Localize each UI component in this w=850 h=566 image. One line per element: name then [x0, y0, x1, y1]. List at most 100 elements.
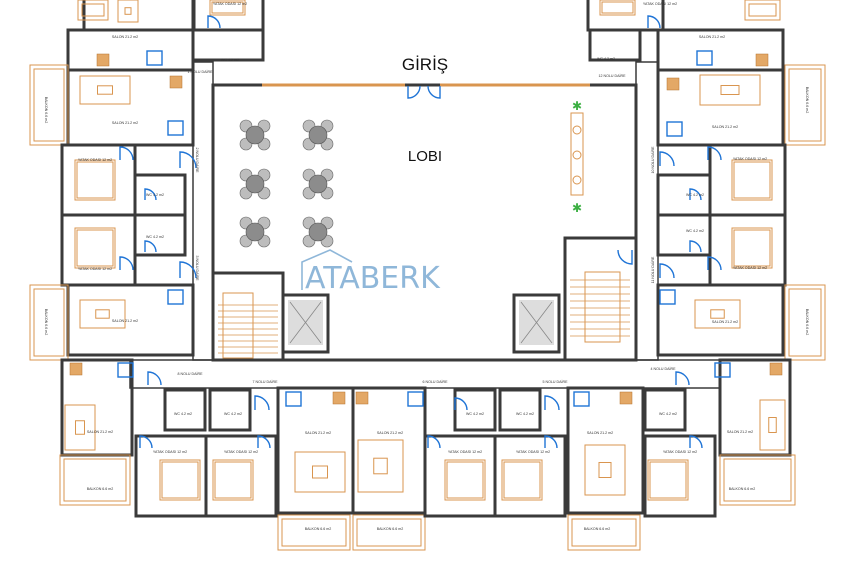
- room-label: WC 4.2 m2: [516, 412, 534, 416]
- lobby-tables: [239, 119, 334, 248]
- fridge: [285, 391, 302, 407]
- fridge: [573, 391, 590, 407]
- bed: [74, 227, 116, 269]
- door: [544, 435, 558, 449]
- table: [245, 174, 265, 194]
- room-label: YATAK ODASI 12 m2: [643, 2, 677, 6]
- plant-icon: ✱: [572, 201, 582, 215]
- stove: [666, 77, 680, 91]
- door: [139, 435, 153, 449]
- room-labels: SALON 21.2 m2 YATAK ODASI 12 m2 WC 4.2 m…: [44, 2, 809, 531]
- table-set: [302, 216, 334, 248]
- room-walls: [643, 388, 687, 432]
- room-label: SALON 21.2 m2: [112, 121, 138, 125]
- balcony: [29, 64, 69, 146]
- door: [257, 435, 271, 449]
- door: [179, 151, 197, 169]
- table: [245, 125, 265, 145]
- door: [647, 15, 661, 29]
- balcony-rail: [788, 68, 822, 142]
- room-label: YATAK ODASI 12 m2: [448, 450, 482, 454]
- balcony-rail: [33, 68, 65, 142]
- balcony: [277, 514, 351, 551]
- entrance-door[interactable]: [407, 85, 441, 99]
- stove: [96, 53, 110, 67]
- sofa: [117, 0, 139, 23]
- bed: [209, 0, 246, 16]
- stove: [332, 391, 346, 405]
- table: [308, 125, 328, 145]
- door: [119, 146, 134, 161]
- sofa: [79, 75, 131, 105]
- fridge: [167, 289, 184, 305]
- left-staircase: [211, 271, 285, 362]
- balcony: [744, 0, 781, 21]
- table-set: [239, 168, 271, 200]
- door: [707, 146, 722, 161]
- room-label: YATAK ODASI 12 m2: [213, 2, 247, 6]
- fridge: [659, 289, 676, 305]
- room-walls: [643, 434, 717, 518]
- balcony: [784, 284, 826, 361]
- room-label: BALKON 6.6 m2: [805, 309, 809, 336]
- door: [689, 435, 703, 449]
- room-walls: [708, 213, 787, 287]
- room-label: YATAK ODASI 12 m2: [733, 157, 767, 161]
- apartment-label: 1 NOLU DAİRE: [188, 69, 214, 74]
- room-walls: [656, 213, 712, 257]
- balcony: [719, 454, 796, 506]
- right-staircase: [563, 236, 638, 362]
- door: [707, 256, 722, 271]
- room-label: WC 4.2 m2: [221, 58, 239, 62]
- lobby-label: LOBI: [408, 148, 442, 165]
- room-label: SALON 21.2 m2: [305, 431, 331, 435]
- apartment-label: 10 NOLU DAİRE: [650, 146, 655, 174]
- entrance-label: GİRİŞ: [402, 55, 448, 74]
- balcony-rail: [81, 3, 105, 17]
- stove: [69, 362, 83, 376]
- room-label: SALON 21.2 m2: [712, 125, 738, 129]
- bed: [159, 459, 201, 501]
- apartment-label: 3 NOLU DAİRE: [195, 256, 200, 282]
- stove: [755, 53, 769, 67]
- room-label: BALKON 6.6 m2: [305, 527, 332, 531]
- bed: [731, 227, 773, 269]
- room-walls: [498, 388, 542, 432]
- sofa: [759, 399, 786, 451]
- room-label: WC 4.2 m2: [146, 235, 164, 239]
- door: [689, 188, 702, 201]
- room-label: SALON 21.2 m2: [87, 430, 113, 434]
- door: [254, 395, 270, 411]
- room-label: YATAK ODASI 12 m2: [516, 450, 550, 454]
- room-label: YATAK ODASI 12 m2: [78, 158, 112, 162]
- room-label: WC 4.2 m2: [146, 193, 164, 197]
- table-set: [302, 168, 334, 200]
- door: [454, 397, 468, 411]
- left-elevator: [281, 293, 330, 354]
- room-label: SALON 21.2 m2: [712, 320, 738, 324]
- balcony: [77, 0, 109, 21]
- room-label: WC 4.2 m2: [686, 229, 704, 233]
- table-set: [239, 119, 271, 151]
- door: [179, 261, 197, 279]
- apartment-label: 4 NOLU DAİRE: [651, 366, 677, 371]
- sofa: [699, 74, 761, 106]
- room-walls: [656, 283, 785, 357]
- watermark-text: ATABERK: [305, 261, 441, 296]
- room-walls: [708, 143, 787, 217]
- door: [144, 240, 157, 253]
- room-label: BALKON 6.6 m2: [805, 87, 809, 114]
- lobby-walls: [211, 83, 638, 362]
- door: [144, 188, 157, 201]
- room-label: SALON 21.2 m2: [112, 319, 138, 323]
- bed: [647, 459, 689, 501]
- room-label: WC 4.2 m2: [174, 412, 192, 416]
- door: [207, 15, 221, 29]
- room-label: SALON 21.2 m2: [587, 431, 613, 435]
- room-label: SALON 21.2 m2: [112, 35, 138, 39]
- balcony-rail: [571, 518, 637, 547]
- balcony: [59, 454, 131, 506]
- room-walls: [453, 388, 497, 432]
- door: [544, 395, 560, 411]
